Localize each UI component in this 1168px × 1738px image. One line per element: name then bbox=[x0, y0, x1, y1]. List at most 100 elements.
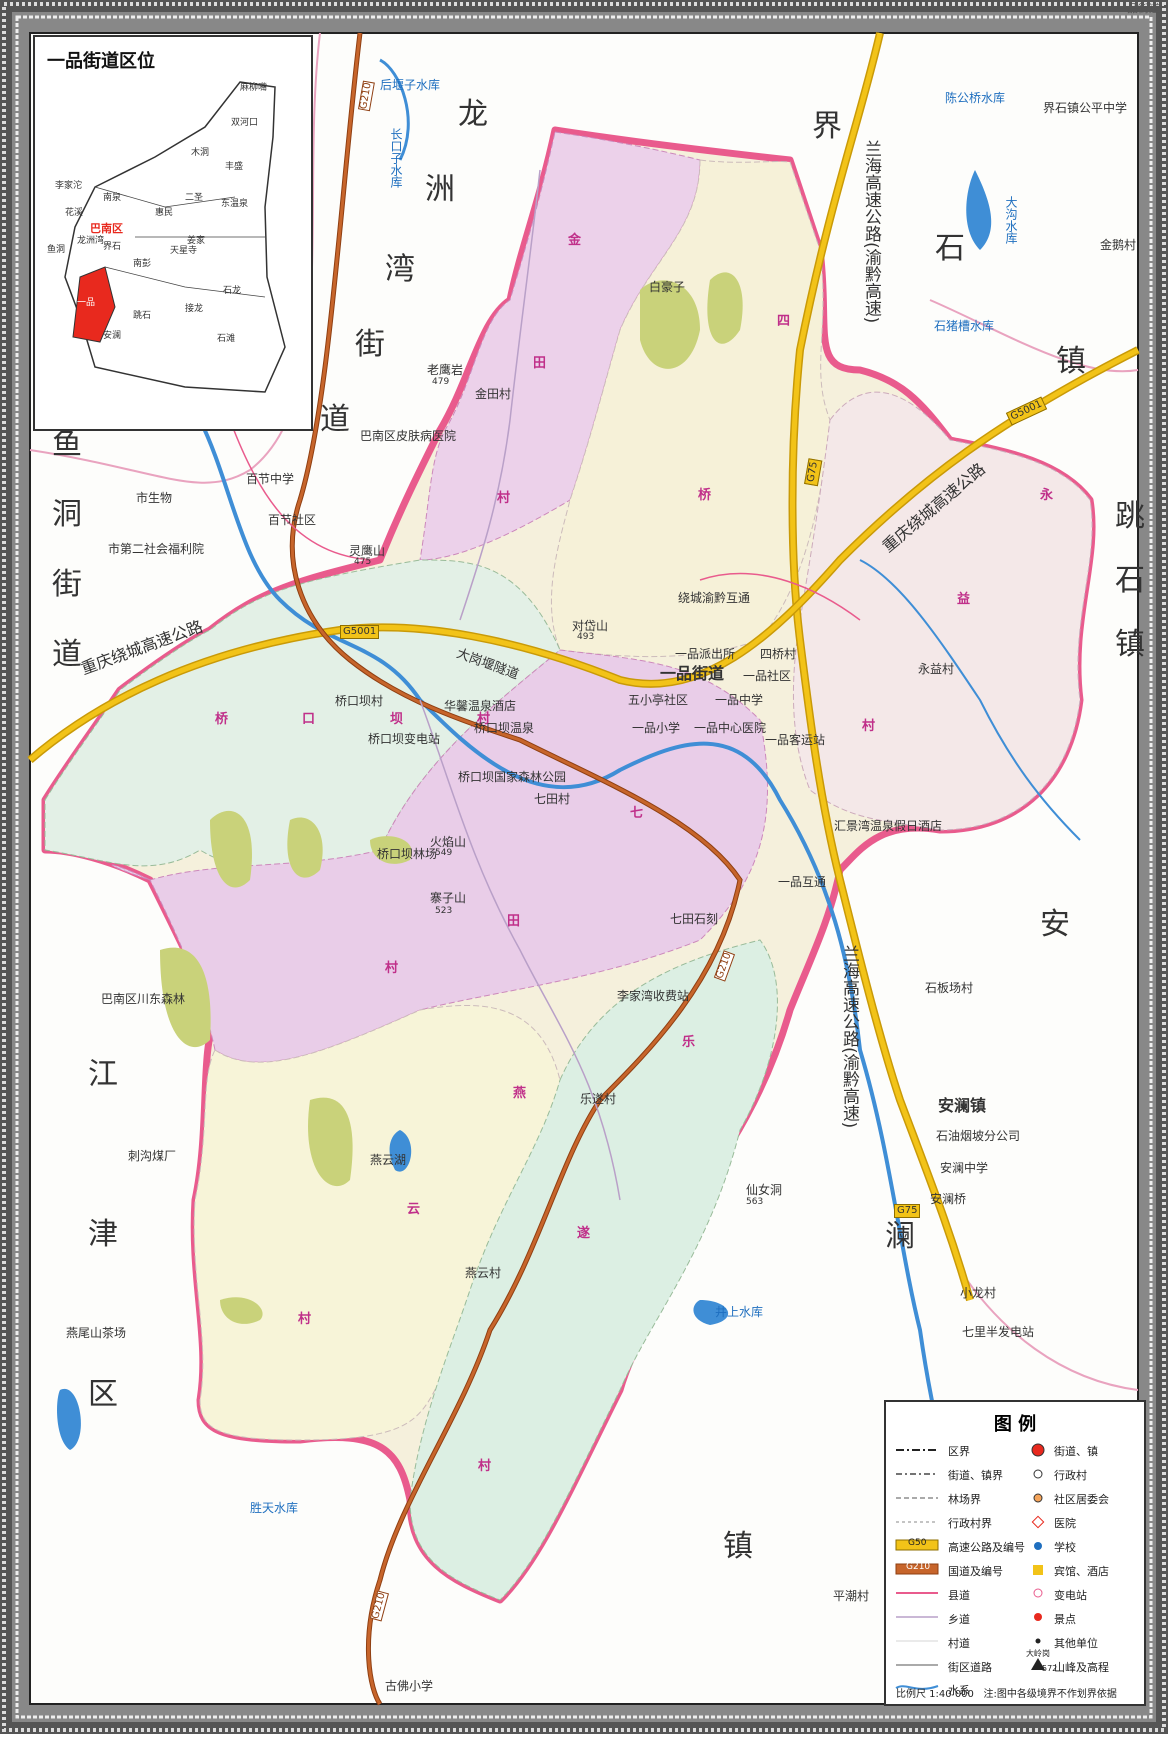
inset-yipin-highlight bbox=[72, 266, 116, 343]
inset-label: 南彭 bbox=[133, 259, 152, 269]
place-label: 七里半发电站 bbox=[962, 1325, 1035, 1339]
place-label: 刺沟煤厂 bbox=[128, 1149, 177, 1163]
place-label: 一品小学 bbox=[632, 721, 681, 735]
forest-patch bbox=[287, 817, 323, 878]
legend-label: 县道 bbox=[948, 1589, 970, 1602]
frame-border-pattern-2 bbox=[15, 15, 1153, 1719]
scale: 比例尺 1:40 000 bbox=[896, 1689, 974, 1700]
river-north bbox=[379, 58, 410, 161]
inset-label: 鱼洞 bbox=[47, 245, 66, 255]
inset-label: 李家沱 bbox=[55, 181, 83, 191]
region-name: 道 bbox=[320, 402, 350, 437]
inset-label: 接龙 bbox=[185, 304, 204, 314]
legend-sym-expressway bbox=[895, 1539, 939, 1551]
region-name: 石 bbox=[935, 231, 965, 266]
legend-title: 图 例 bbox=[993, 1414, 1037, 1435]
place-label: 老鹰岩 bbox=[427, 363, 464, 377]
place-label: 界石镇公平中学 bbox=[1043, 101, 1128, 115]
village-char: 田 bbox=[533, 356, 547, 371]
place-label: 百节社区 bbox=[268, 513, 317, 527]
region-name: 镇 bbox=[1115, 627, 1145, 662]
legend-road-code: G210 bbox=[906, 1562, 931, 1572]
place-label: 火焰山 bbox=[430, 835, 467, 849]
legend-sym-hospital bbox=[1031, 1515, 1045, 1529]
lake-yanyun bbox=[389, 1130, 412, 1172]
region-name: 镇 bbox=[1056, 344, 1086, 379]
place-label: 白豪子 bbox=[649, 280, 686, 294]
region-yongyi bbox=[792, 391, 1093, 831]
region-name: 澜 bbox=[885, 1219, 915, 1254]
inset-label: 石龙 bbox=[223, 286, 242, 296]
inset-label: 花溪 bbox=[65, 208, 84, 218]
place-label: 市第二社会福利院 bbox=[108, 542, 205, 556]
village-char: 七 bbox=[630, 806, 644, 821]
place-label: 巴南区川东森林 bbox=[101, 992, 186, 1006]
inset-label: 姜家 bbox=[187, 236, 206, 246]
place-label: 石油烟坡分公司 bbox=[936, 1129, 1021, 1143]
place-label: 一品社区 bbox=[743, 669, 792, 683]
place-label: 五小亭社区 bbox=[628, 693, 689, 707]
legend-label: 山峰及高程 bbox=[1054, 1661, 1109, 1674]
place-label: 巴南区皮肤病医院 bbox=[360, 429, 457, 443]
forest-patch bbox=[370, 836, 412, 864]
region-name: 津 bbox=[88, 1217, 118, 1252]
region-name: 安 bbox=[1040, 907, 1070, 942]
region-name: 湾 bbox=[385, 252, 415, 287]
place-label: 金田村 bbox=[475, 387, 512, 401]
inset-internal-boundaries bbox=[94, 186, 266, 298]
legend-road-code: G50 bbox=[908, 1538, 927, 1548]
region-name: 石 bbox=[1115, 563, 1145, 598]
village-char: 云 bbox=[407, 1202, 421, 1217]
inset-label: 安澜 bbox=[103, 331, 122, 341]
county-road bbox=[699, 572, 861, 621]
region-lesui bbox=[409, 939, 778, 1601]
neighbor-boundary-west bbox=[29, 32, 321, 484]
region-name: 街 bbox=[52, 567, 82, 602]
inset-label: 二圣 bbox=[185, 193, 204, 203]
region-name: 区 bbox=[88, 1377, 118, 1412]
county-road bbox=[229, 419, 381, 561]
legend-label: 行政村界 bbox=[948, 1517, 992, 1530]
village-char: 桥 bbox=[698, 488, 712, 503]
forest-patch bbox=[210, 810, 252, 888]
place-label: 一品中学 bbox=[715, 693, 764, 707]
township-road bbox=[459, 169, 541, 621]
place-label: 长口子水库 bbox=[389, 128, 403, 188]
peak-elevation: 475 bbox=[354, 557, 372, 567]
place-label: 七田石刻 bbox=[670, 912, 719, 926]
reservoir-dagou bbox=[966, 170, 992, 250]
village-char: 遂 bbox=[577, 1226, 591, 1241]
road-name: 兰海高速公路(渝黔高速) bbox=[839, 945, 859, 1129]
note: 注:图中各级境界不作划界依据 bbox=[983, 1689, 1117, 1700]
village-char: 口 bbox=[302, 712, 316, 727]
legend-label: 村道 bbox=[948, 1637, 970, 1650]
village-char: 村 bbox=[385, 961, 399, 976]
inset-label: 界石 bbox=[103, 242, 122, 252]
legend-sym-peak bbox=[1031, 1658, 1045, 1670]
place-label: 一品客运站 bbox=[765, 733, 826, 747]
place-label: 古佛小学 bbox=[385, 1679, 434, 1693]
village-char: 永 bbox=[1040, 488, 1054, 503]
place-label: 市生物 bbox=[136, 491, 173, 505]
reservoir-west bbox=[57, 1388, 81, 1450]
expressway-g5001 bbox=[28, 347, 1140, 762]
village-char: 村 bbox=[298, 1312, 312, 1327]
inset-label: 惠民 bbox=[155, 208, 174, 218]
region-name: 跳 bbox=[1115, 499, 1145, 534]
region-name: 道 bbox=[52, 637, 82, 672]
legend-label: 行政村 bbox=[1054, 1469, 1087, 1482]
legend-label: 区界 bbox=[948, 1445, 970, 1458]
legend-label: 国道及编号 bbox=[948, 1565, 1003, 1578]
inset-label: 木洞 bbox=[191, 148, 210, 158]
place-label: 桥口坝温泉 bbox=[474, 721, 535, 735]
region-name: 镇 bbox=[723, 1529, 753, 1564]
region-yanyun bbox=[193, 1004, 561, 1441]
place-label: 桥口坝国家森林公园 bbox=[458, 770, 567, 784]
reservoir-jinshang bbox=[693, 1300, 729, 1325]
legend-label: 宾馆、酒店 bbox=[1054, 1565, 1109, 1578]
legend-label: 水系 bbox=[948, 1684, 970, 1697]
region-name: 界 bbox=[812, 109, 842, 144]
place-label: 陈公桥水库 bbox=[945, 91, 1006, 105]
legend-label: 社区居委会 bbox=[1054, 1493, 1109, 1506]
place-label: 百节中学 bbox=[246, 472, 295, 486]
